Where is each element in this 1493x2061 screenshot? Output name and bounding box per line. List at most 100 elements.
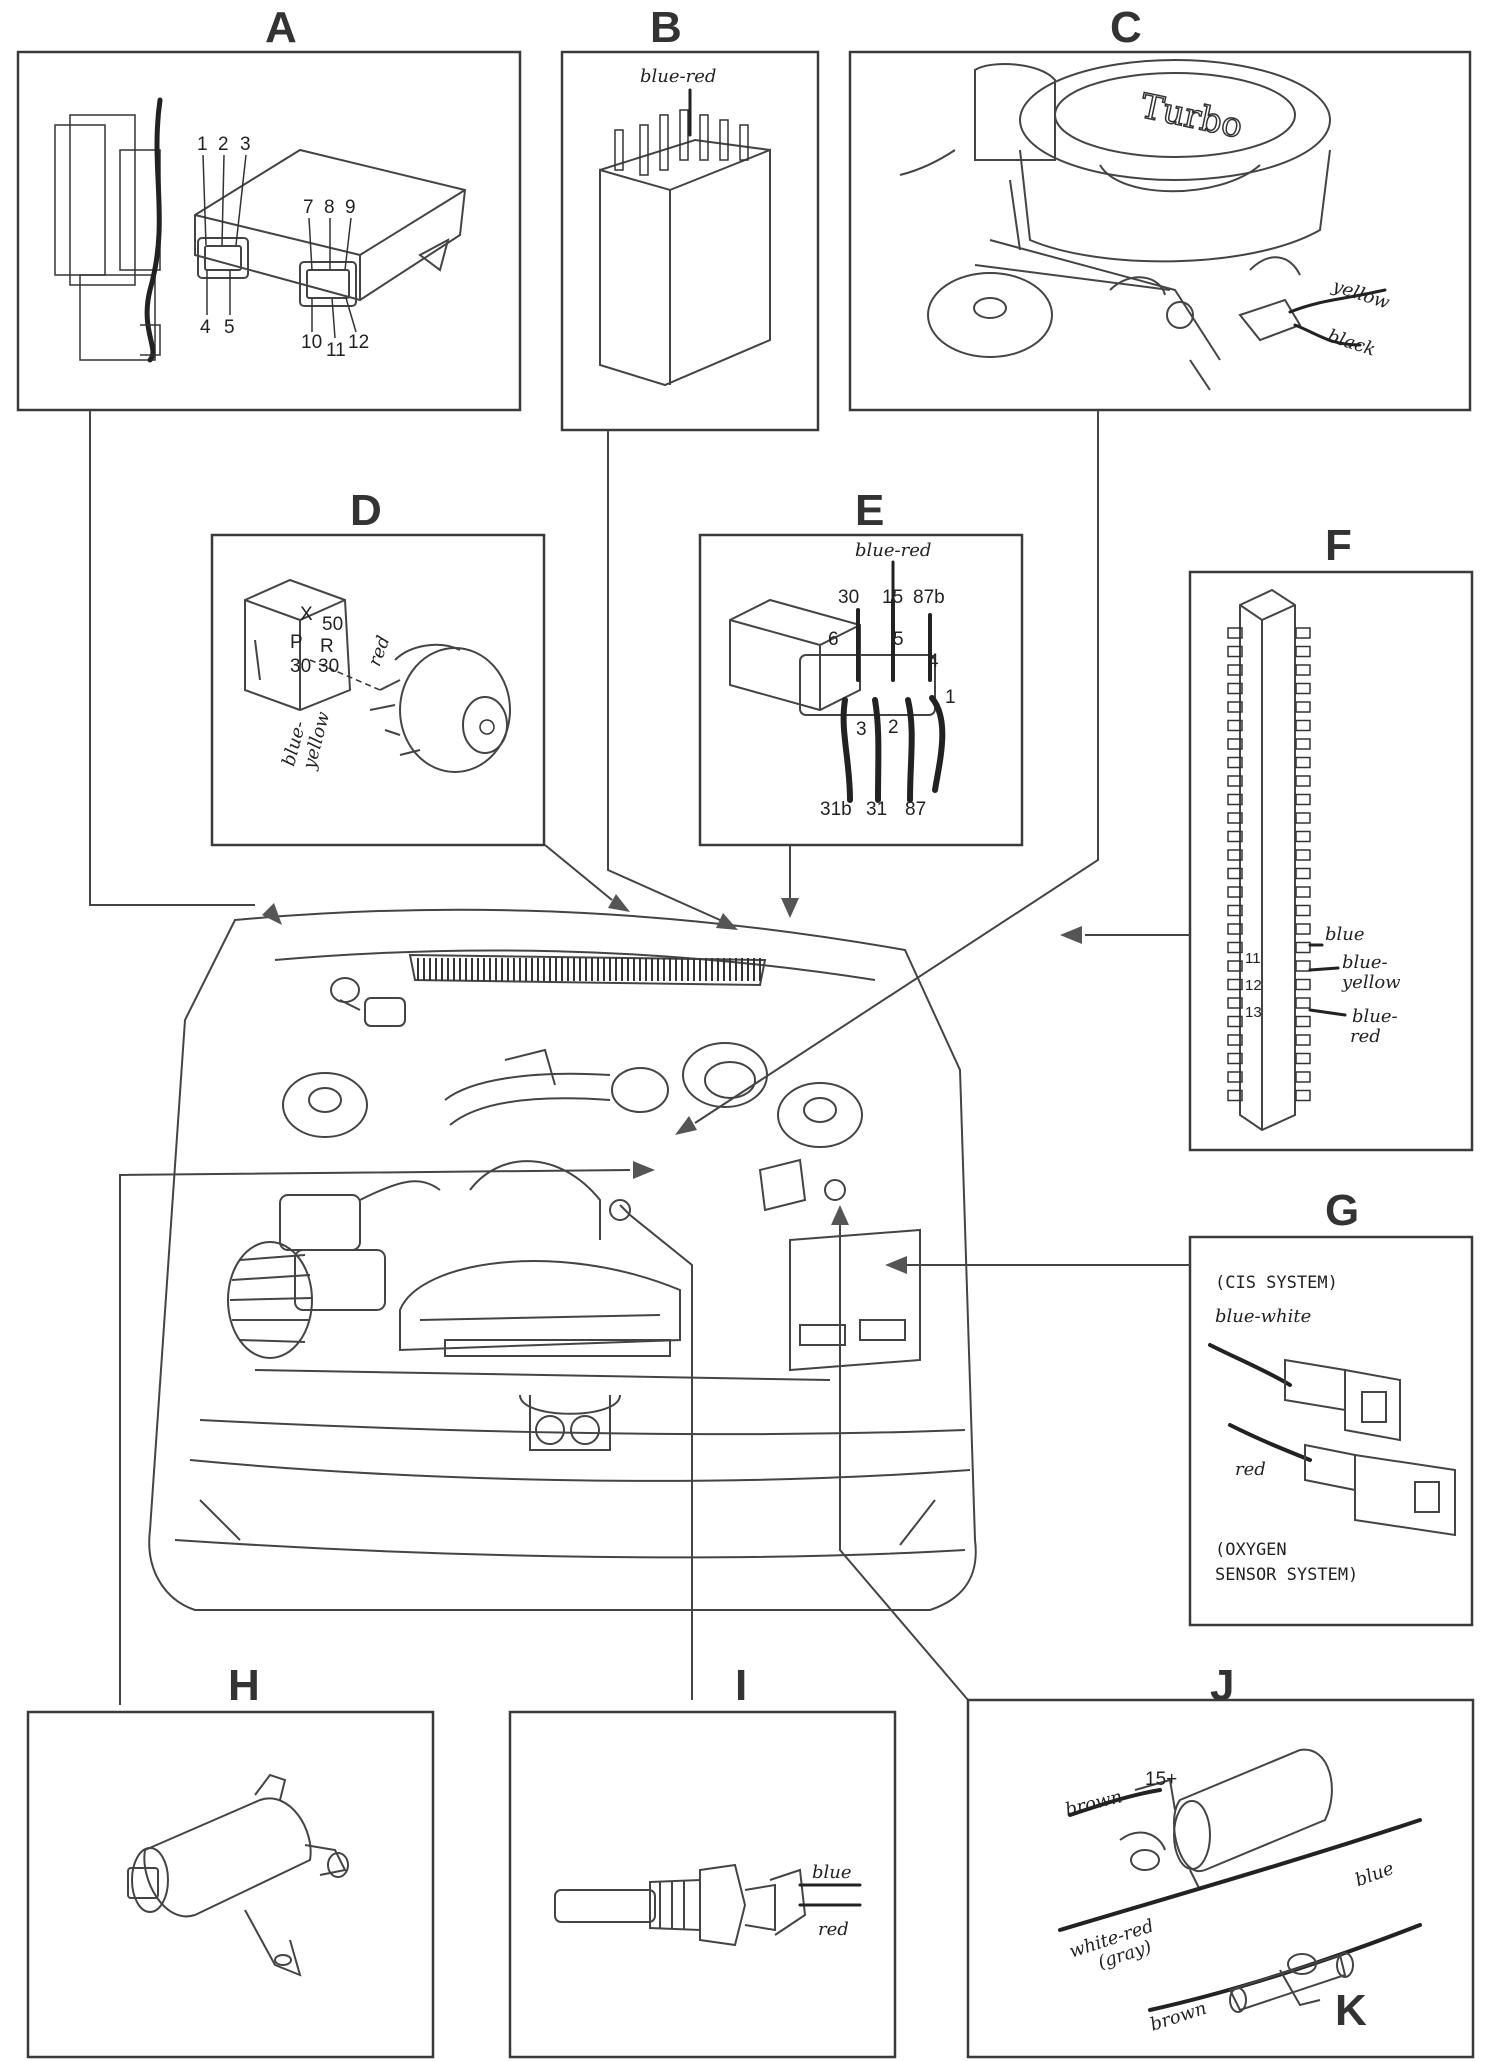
position-label: X	[300, 604, 313, 625]
panel-b-relay	[599, 88, 771, 387]
pin-label: 87	[905, 799, 926, 820]
fuse-clip	[1227, 849, 1243, 861]
pin-label: 4	[928, 651, 939, 672]
wire-label: black	[1325, 326, 1378, 361]
pin-label: 10	[301, 332, 322, 353]
battery	[789, 1228, 921, 1372]
position-label: P	[290, 632, 303, 653]
fuse-clip	[1295, 775, 1311, 787]
fuse-clip	[1227, 923, 1243, 935]
fuse-clip	[1227, 978, 1243, 991]
panel-i-letter: I	[735, 1661, 747, 1710]
fuse-clip	[1227, 1034, 1243, 1046]
pin-label: 12	[348, 332, 369, 353]
panel-a-frame	[16, 50, 522, 412]
panel-c-frame	[848, 50, 1472, 412]
panel-d-frame	[210, 533, 546, 847]
fuse-clip	[1227, 1089, 1243, 1102]
fuse-clip	[1227, 867, 1243, 880]
fuse-clip	[1227, 1015, 1243, 1028]
panel-k-resistor	[1228, 1952, 1354, 2013]
fuse-clip	[1227, 960, 1243, 972]
fuse-clip	[1227, 775, 1243, 787]
panel-h-letter: H	[228, 1661, 260, 1710]
panel-d: D X 50 P R 30 30 red blue- yellow	[210, 486, 546, 847]
fuse-clip	[1295, 886, 1311, 898]
wire-label: yellow	[1341, 972, 1401, 993]
fuse-clip	[1295, 1015, 1311, 1028]
fuse-number: 12	[1245, 977, 1262, 994]
system-label: SENSOR SYSTEM)	[1215, 1565, 1358, 1585]
shock-tower-right	[777, 1082, 863, 1148]
panel-g-letter: G	[1325, 1186, 1359, 1235]
pin-label: 11	[326, 340, 346, 361]
fuse-clip	[1295, 1052, 1311, 1065]
fuse-clip	[1227, 812, 1243, 824]
turbo-badge: Turbo	[1137, 86, 1246, 147]
connector-cis	[1284, 1358, 1401, 1442]
wire-label: blue-white	[1215, 1306, 1311, 1327]
panel-f-frame	[1188, 570, 1474, 1152]
fuse-clip	[1295, 849, 1311, 861]
fuse-clip	[1227, 627, 1243, 639]
panel-g-frame	[1188, 1235, 1474, 1627]
terminal-label: 15+	[1145, 1769, 1177, 1790]
fuse-clip	[1295, 923, 1311, 935]
panel-e-relay	[729, 598, 946, 803]
fuse-clip	[1295, 997, 1311, 1009]
panel-a: A 1 2 3 4 5	[16, 3, 522, 412]
wire-label: blue	[1325, 924, 1365, 945]
wire-label: blue-red	[855, 540, 931, 561]
fuse-number: 13	[1245, 1004, 1262, 1021]
wire-label: yellow	[1329, 275, 1393, 314]
connector-oxygen	[1304, 1443, 1456, 1537]
fuse-clip	[1295, 627, 1311, 639]
panel-f-letter: F	[1325, 521, 1352, 570]
panel-h-frame	[26, 1710, 435, 2059]
panel-g: G (CIS SYSTEM) blue-white red (OXYGEN SE…	[1188, 1186, 1474, 1627]
wire-label: red	[818, 1919, 849, 1940]
fuse-clip	[1227, 701, 1243, 713]
fuse-clip	[1227, 997, 1243, 1009]
fuse-clip	[1227, 756, 1243, 769]
panel-a-pin-labels: 1 2 3 4 5 7 8 9 10 11 12	[197, 134, 369, 361]
shock-tower-left	[282, 1072, 368, 1138]
fuse-clip	[1295, 941, 1311, 954]
panel-f: F 11 12 13 blue blue- yellow blue- red	[1188, 521, 1474, 1152]
fuse-clip	[1227, 645, 1243, 658]
fuse-clip	[1227, 941, 1243, 954]
position-label: 30	[318, 656, 339, 677]
pin-label: 1	[197, 134, 208, 155]
air-cleaner	[227, 1180, 441, 1359]
vent-slats	[417, 958, 761, 981]
fuse-clip	[1227, 830, 1243, 843]
pin-label: 4	[200, 317, 211, 338]
fuse-clip	[1295, 719, 1311, 732]
pin-label: 7	[303, 197, 314, 218]
panel-h: H	[26, 1661, 435, 2059]
position-label: 30	[290, 656, 311, 677]
panel-i-frame	[508, 1710, 897, 2059]
wire-label: blue-	[1342, 952, 1388, 973]
panel-j-coil	[1119, 1748, 1333, 1891]
pin-label: 6	[828, 629, 839, 650]
wire-label: blue-	[1352, 1006, 1398, 1027]
fuse-clip	[1295, 960, 1311, 972]
panel-e-letter: E	[855, 486, 884, 535]
pin-label: 9	[345, 197, 356, 218]
panel-d-ignition-switch	[244, 578, 511, 773]
panel-a-bracket	[54, 97, 163, 363]
pin-label: 5	[224, 317, 235, 338]
panel-k-letter: K	[1335, 1986, 1367, 2035]
panel-b: B blue-red	[560, 3, 820, 432]
panel-e: E blue-red 30 15 87b 6 5 4 1 3 2 31b 31 …	[698, 486, 1024, 847]
panel-a-control-unit	[194, 148, 467, 307]
pin-label: 15	[882, 587, 903, 608]
fuse-clip	[1227, 793, 1243, 806]
panel-b-letter: B	[650, 3, 682, 52]
fuse-clip	[1295, 664, 1311, 676]
pin-label: 3	[240, 134, 251, 155]
panel-i-temp-sender	[554, 1863, 862, 1947]
position-label: 50	[322, 614, 343, 635]
